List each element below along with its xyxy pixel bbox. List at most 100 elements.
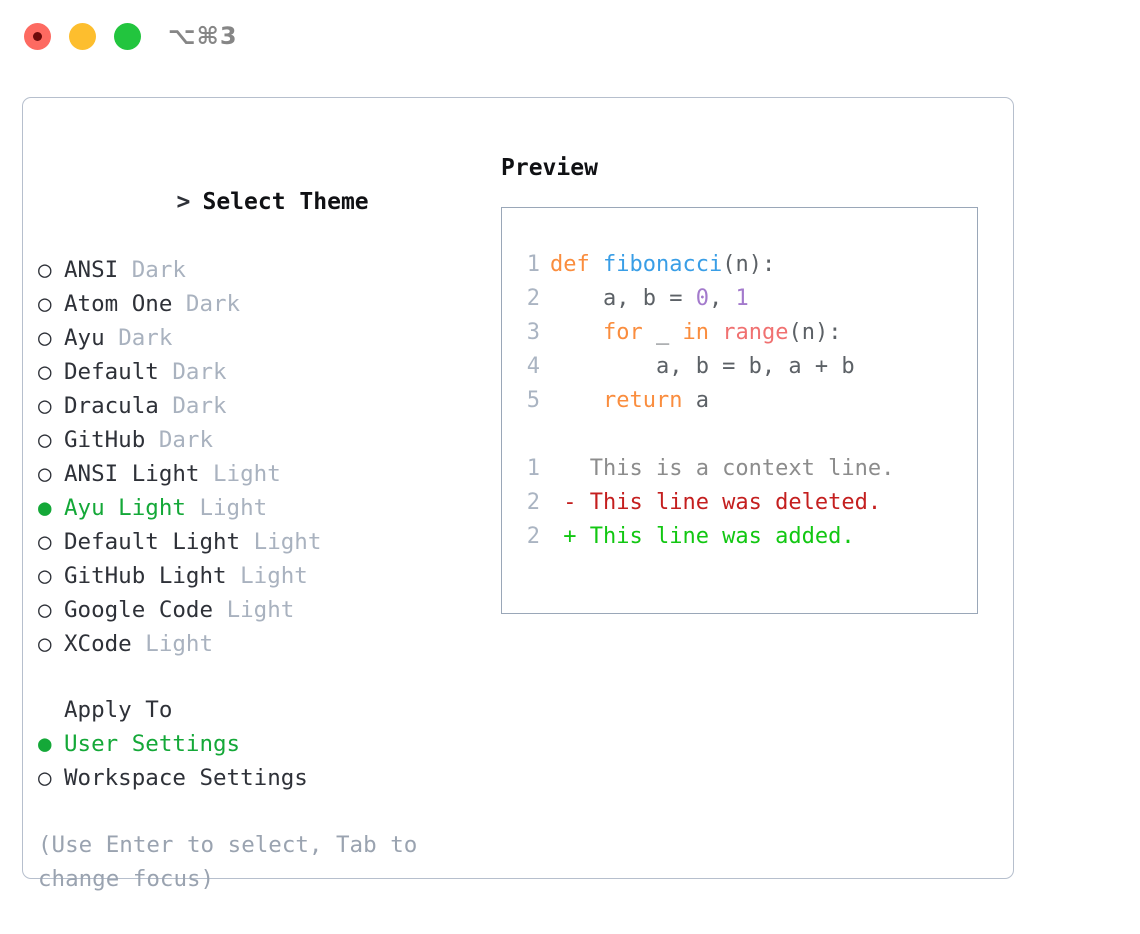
theme-item-name: Ayu [64, 325, 119, 351]
theme-item-github-light[interactable]: ○ GitHub Light Light [38, 559, 488, 593]
preview-title: Preview [501, 155, 598, 181]
code-token: , [708, 286, 736, 311]
diff-text: + This line was added. [550, 524, 855, 549]
radio-unselected-icon: ○ [38, 563, 66, 589]
theme-item-github[interactable]: ○ GitHub Dark [38, 423, 488, 457]
radio-unselected-icon: ○ [38, 393, 66, 419]
theme-item-atom-one[interactable]: ○ Atom One Dark [38, 287, 488, 321]
theme-item-variant: Light [240, 563, 308, 589]
theme-item-variant: Dark [118, 325, 173, 351]
code-line: 4 a, b = b, a + b [502, 350, 977, 384]
radio-unselected-icon: ○ [38, 765, 66, 791]
minimize-button[interactable] [69, 23, 96, 50]
line-number: 2 [526, 524, 540, 549]
spacer [38, 661, 488, 693]
keyboard-hint-text: (Use Enter to select, Tab to change focu… [38, 832, 431, 892]
theme-item-variant: Light [226, 597, 295, 623]
theme-item-name: Dracula [64, 393, 173, 419]
diff-text: - This line was deleted. [550, 490, 882, 515]
theme-item-dracula[interactable]: ○ Dracula Dark [38, 389, 488, 423]
radio-unselected-icon: ○ [38, 257, 66, 283]
code-line: 2 a, b = 0, 1 [502, 282, 977, 316]
radio-unselected-icon: ○ [38, 461, 66, 487]
theme-item-variant: Dark [172, 393, 227, 419]
line-number: 1 [526, 252, 540, 277]
theme-item-ansi-light[interactable]: ○ ANSI Light Light [38, 457, 488, 491]
theme-list: ○ ANSI Dark○ Atom One Dark○ Ayu Dark○ De… [38, 253, 488, 661]
theme-item-google-code[interactable]: ○ Google Code Light [38, 593, 488, 627]
theme-item-name: XCode [64, 631, 146, 657]
line-number: 1 [526, 456, 540, 481]
line-number: 2 [526, 490, 540, 515]
theme-item-variant: Dark [172, 359, 227, 385]
theme-item-variant: Dark [131, 257, 186, 283]
line-number: 4 [526, 354, 540, 379]
theme-item-variant: Dark [158, 427, 214, 453]
theme-item-name: GitHub [64, 427, 159, 453]
apply-to-item-user-settings[interactable]: ● User Settings [38, 727, 488, 761]
theme-item-variant: Light [199, 495, 268, 521]
theme-item-variant: Dark [185, 291, 241, 317]
radio-unselected-icon: ○ [38, 359, 66, 385]
code-token: (n): [722, 252, 776, 277]
theme-item-default-light[interactable]: ○ Default Light Light [38, 525, 488, 559]
spacer [502, 418, 977, 452]
diff-line: 2 + This line was added. [502, 520, 977, 554]
code-token: a, b = [550, 286, 696, 311]
apply-to-item-label: Workspace Settings [64, 765, 308, 791]
theme-item-ayu-light[interactable]: ● Ayu Light Light [38, 491, 488, 525]
diff-line: 2 - This line was deleted. [502, 486, 977, 520]
theme-item-variant: Light [145, 631, 214, 657]
line-number: 3 [526, 320, 540, 345]
code-line: 5 return a [502, 384, 977, 418]
apply-to-title: Apply To [64, 697, 173, 723]
code-token [550, 320, 603, 345]
theme-item-ansi[interactable]: ○ ANSI Dark [38, 253, 488, 287]
window-titlebar: ⌥⌘3 [0, 0, 1140, 78]
apply-to-item-label: User Settings [64, 731, 241, 757]
code-token [550, 388, 603, 413]
traffic-lights [24, 23, 141, 50]
theme-picker-header: > Select Theme [38, 151, 488, 253]
cursor-caret-icon: > [176, 189, 205, 215]
theme-item-xcode[interactable]: ○ XCode Light [38, 627, 488, 661]
code-token: for [602, 320, 643, 345]
code-token: range [722, 320, 789, 345]
code-token: a, b = b, a + b [550, 354, 855, 379]
apply-to-item-workspace-settings[interactable]: ○ Workspace Settings [38, 761, 488, 795]
code-token: in [682, 320, 709, 345]
theme-item-variant: Light [213, 461, 281, 487]
code-token: return [602, 388, 683, 413]
code-token [590, 252, 603, 277]
theme-item-default[interactable]: ○ Default Dark [38, 355, 488, 389]
close-button[interactable] [24, 23, 51, 50]
code-line: 3 for _ in range(n): [502, 316, 977, 350]
radio-selected-icon: ● [38, 495, 66, 521]
code-token: (n): [788, 320, 842, 345]
line-number: 2 [526, 286, 540, 311]
theme-picker-header-label: Select Theme [202, 189, 369, 215]
diff-sample: 1 This is a context line.2 - This line w… [502, 452, 977, 554]
radio-unselected-icon: ○ [38, 325, 66, 351]
radio-unselected-icon: ○ [38, 291, 66, 317]
code-token: 0 [695, 286, 709, 311]
main-panel: > Select Theme ○ ANSI Dark○ Atom One Dar… [22, 97, 1014, 892]
code-token [709, 320, 722, 345]
radio-selected-icon: ● [38, 731, 66, 757]
theme-picker-column: > Select Theme ○ ANSI Dark○ Atom One Dar… [38, 151, 488, 896]
theme-item-ayu[interactable]: ○ Ayu Dark [38, 321, 488, 355]
recording-indicator-icon [33, 32, 42, 41]
code-token: fibonacci [603, 252, 723, 277]
radio-unselected-icon: ○ [38, 427, 66, 453]
theme-item-name: Default Light [64, 529, 254, 555]
maximize-button[interactable] [114, 23, 141, 50]
theme-item-variant: Light [253, 529, 322, 555]
line-number: 5 [526, 388, 540, 413]
theme-item-name: ANSI [64, 257, 132, 283]
code-token: a [682, 388, 709, 413]
theme-item-name: Ayu Light [64, 495, 200, 521]
